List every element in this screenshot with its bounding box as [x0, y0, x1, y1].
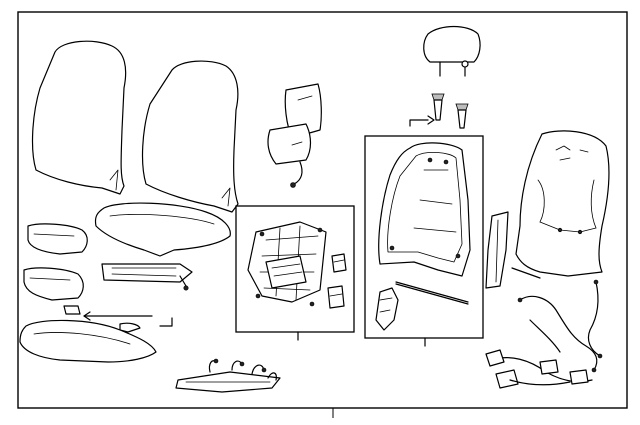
seatback-pad-icon	[511, 130, 610, 279]
frame-callout-box	[364, 135, 484, 339]
side-airbag-icon	[267, 83, 322, 188]
seatback-cover-outer-icon	[31, 40, 127, 195]
adjuster-assembly-icon	[247, 221, 347, 309]
adjuster-callout-box	[235, 205, 355, 333]
headrest-guide-icon	[409, 93, 469, 129]
heater-element-icon	[101, 263, 193, 291]
diagram-border	[17, 11, 628, 409]
headrest-icon	[423, 25, 481, 77]
side-trim-upper-icon	[23, 223, 88, 301]
cushion-cover-icon	[94, 202, 231, 257]
lumbar-harness-icon	[485, 279, 603, 389]
cushion-callout-icon	[63, 305, 173, 333]
seatback-frame-icon	[375, 142, 471, 331]
cushion-pad-icon	[19, 319, 157, 363]
seatback-panel-icon	[485, 211, 509, 289]
seatback-cover-inner-icon	[141, 60, 239, 213]
seat-harness-icon	[175, 358, 281, 393]
